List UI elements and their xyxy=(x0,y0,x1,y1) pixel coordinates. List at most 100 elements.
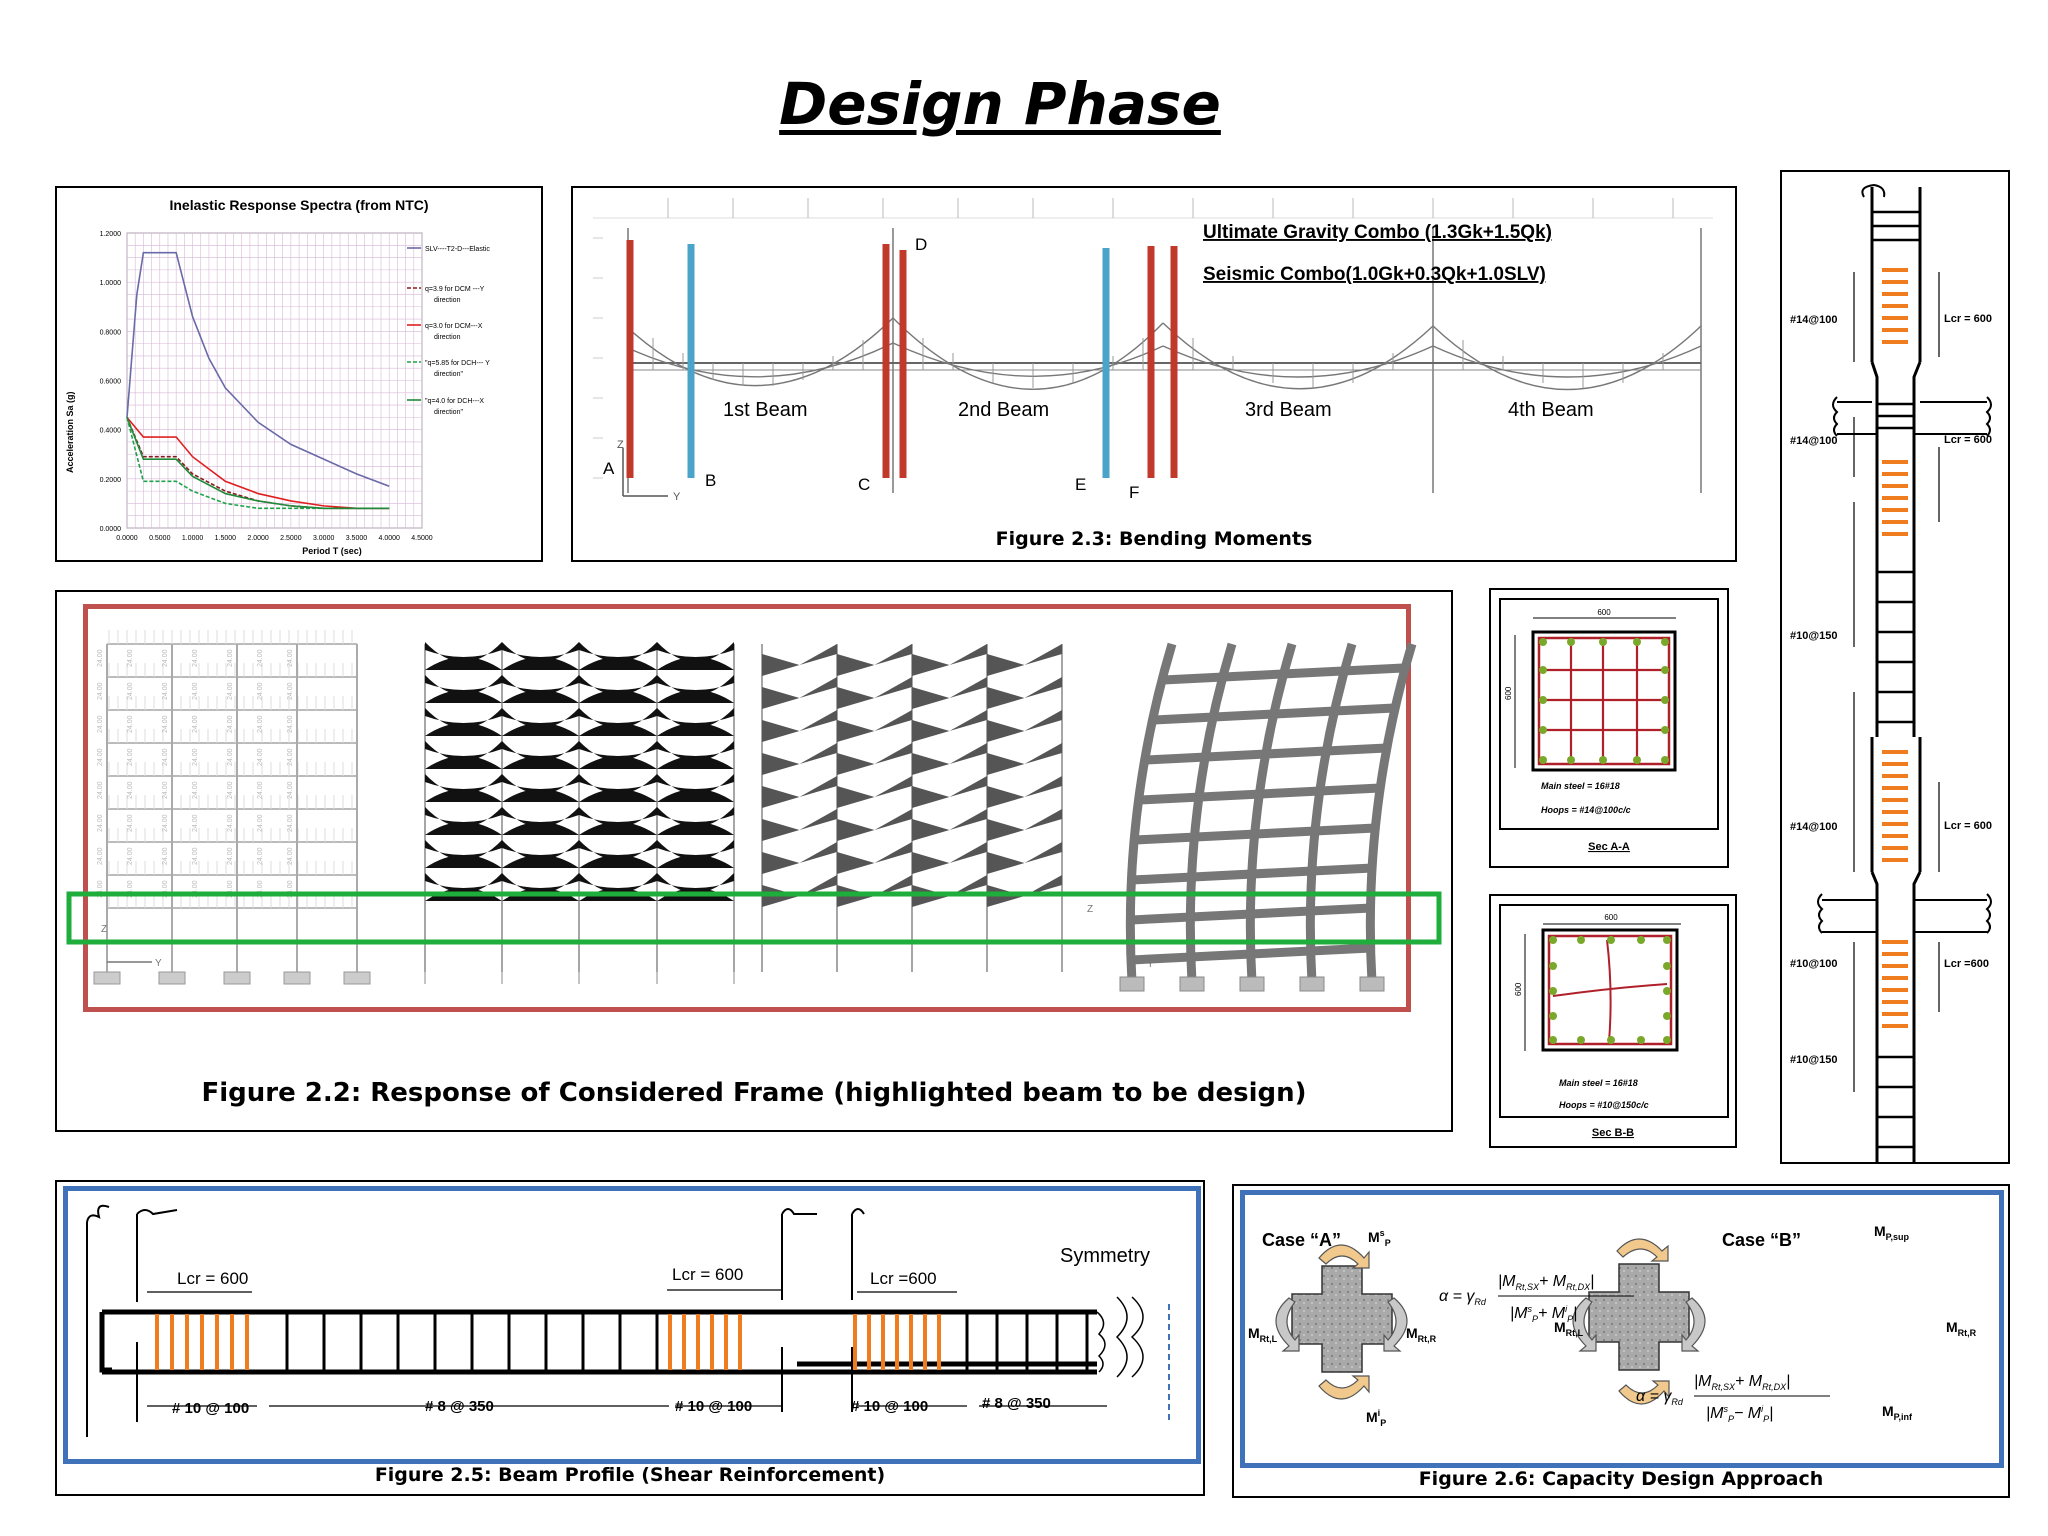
frame-load-label: 24.00 xyxy=(257,847,264,865)
frame-load-label: 24.00 xyxy=(287,682,294,700)
frame-load-label: 24.00 xyxy=(127,781,134,799)
frame-load-label: 24.00 xyxy=(97,880,104,898)
section-a-hoops: Hoops = #14@100c/c xyxy=(1541,805,1631,815)
frame-load-label: 24.00 xyxy=(257,880,264,898)
frame-axis-z: Z xyxy=(101,924,107,935)
spectra-legend-label: direction xyxy=(434,297,461,304)
frame-highlight-border xyxy=(83,604,1411,1012)
spectra-xtick: 0.0000 xyxy=(116,535,138,542)
frame-load-label: 24.00 xyxy=(227,814,234,832)
frame-load-label: 24.00 xyxy=(97,847,104,865)
frame-load-label: 24.00 xyxy=(287,649,294,667)
frame-load-label: 24.00 xyxy=(97,682,104,700)
frame-load-label: 24.00 xyxy=(257,748,264,766)
axes-icon xyxy=(622,448,668,497)
frame-load-label: 24.00 xyxy=(287,880,294,898)
spectra-panel: Inelastic Response Spectra (from NTC) 1.… xyxy=(55,186,543,562)
frame-load-label: 24.00 xyxy=(192,781,199,799)
spectra-legend-label: direction" xyxy=(434,409,463,416)
spectra-ytick: 0.2000 xyxy=(100,477,122,484)
frame-load-label: 24.00 xyxy=(192,682,199,700)
spectra-series-line xyxy=(126,416,390,510)
frame-load-label: 24.00 xyxy=(192,748,199,766)
section-a-title: Sec A-A xyxy=(1588,841,1630,853)
frame-load-label: 24.00 xyxy=(257,781,264,799)
frame-load-label: 24.00 xyxy=(257,814,264,832)
beam-lcr-label-1: Lcr = 600 xyxy=(177,1269,248,1288)
axis-y-label: Y xyxy=(673,491,681,503)
frame-load-label: 24.00 xyxy=(97,781,104,799)
column-spacing-label-1: #14@100 xyxy=(1790,314,1837,326)
section-a-panel: 600 600 Main steel = 16#18 Hoops = #14@1… xyxy=(1489,588,1729,868)
section-b-hoops: Hoops = #10@150c/c xyxy=(1559,1100,1649,1110)
section-a-height: 600 xyxy=(1504,686,1513,700)
case-b-label: Case “B” xyxy=(1722,1230,1801,1250)
beam-label-2: 2nd Beam xyxy=(958,399,1049,421)
section-b-height: 600 xyxy=(1514,982,1523,996)
column-spacing-label-6: #10@150 xyxy=(1790,1054,1837,1066)
spectra-legend-label: q=3.0 for DCM---X xyxy=(425,323,483,330)
svg-text:α = γRd: α = γRd xyxy=(1439,1288,1487,1307)
beam-label-3: 3rd Beam xyxy=(1245,399,1332,421)
frame-load-label: 24.00 xyxy=(227,847,234,865)
spectra-xtick: 3.5000 xyxy=(346,535,368,542)
spectra-series-line xyxy=(126,417,390,510)
capacity-caption: Figure 2.6: Capacity Design Approach xyxy=(1418,1468,1824,1490)
frame-load-label: 24.00 xyxy=(97,649,104,667)
symmetry-label: Symmetry xyxy=(1060,1245,1150,1267)
spectra-grid xyxy=(126,232,423,529)
spectra-xtick: 2.5000 xyxy=(280,535,302,542)
spectra-xtick: 0.5000 xyxy=(149,535,171,542)
frame-load-label: 24.00 xyxy=(192,814,199,832)
cut-letter-a: A xyxy=(603,459,615,478)
frame-load-label: 24.00 xyxy=(192,847,199,865)
frame-load-label: 24.00 xyxy=(162,649,169,667)
section-b-bars xyxy=(1549,936,1671,1044)
spectra-ytick: 1.0000 xyxy=(100,280,122,287)
frame-load-label: 24.00 xyxy=(127,880,134,898)
frame-load-label: 24.00 xyxy=(192,880,199,898)
frame-load-label: 24.00 xyxy=(162,814,169,832)
frame-caption: Figure 2.2: Response of Considered Frame… xyxy=(201,1078,1307,1108)
cut-letter-f: F xyxy=(1129,483,1139,502)
beam-profile-panel: Lcr = 600 Lcr = 600 Lcr =600 Symmetry # … xyxy=(55,1180,1205,1496)
spectra-xtick: 3.0000 xyxy=(313,535,335,542)
column-lcr-label-2: Lcr = 600 xyxy=(1944,434,1992,446)
frame-panel: 24.00 24.00 24.00 24.00 24.00 24.00 24.00 24.00… xyxy=(55,590,1453,1132)
spectra-legend-label: "q=4.0 for DCH---X xyxy=(425,398,484,405)
frame-axis-z: Z xyxy=(1087,904,1093,915)
frame-load-label: 24.00 xyxy=(127,682,134,700)
svg-text:MsP: MsP xyxy=(1368,1228,1391,1248)
svg-text:MP,sup: MP,sup xyxy=(1874,1223,1910,1242)
frame-load-label: 24.00 xyxy=(287,748,294,766)
section-b-title: Sec B-B xyxy=(1592,1127,1634,1139)
bending-diagram: A B C D E F Z Y 1st Beam 2nd Beam 3rd Be… xyxy=(593,198,1713,503)
capacity-frame xyxy=(1240,1190,2004,1468)
page-title: Design Phase xyxy=(779,70,1221,138)
section-a-main: Main steel = 16#18 xyxy=(1541,781,1620,791)
frame-load-label: 24.00 xyxy=(227,649,234,667)
spectra-series-line xyxy=(126,251,390,487)
frame-load-label: 24.00 xyxy=(127,748,134,766)
frame-load-label: 24.00 xyxy=(127,715,134,733)
frame-load-label: 24.00 xyxy=(287,847,294,865)
svg-text:MRt,L: MRt,L xyxy=(1554,1319,1584,1338)
spectra-ytick: 0.8000 xyxy=(100,329,122,336)
frame-axis-y: Y xyxy=(155,958,162,969)
frame-load-label: 24.00 xyxy=(97,814,104,832)
frame-load-label: 24.00 xyxy=(257,682,264,700)
beam-profile-frame xyxy=(63,1186,1201,1464)
beam-spacing-label-4: # 10 @ 100 xyxy=(851,1398,928,1415)
column-spacing-label-5: #10@100 xyxy=(1790,958,1837,970)
beam-spacing-label-2: # 8 @ 350 xyxy=(425,1398,494,1415)
frame-load-label: 24.00 xyxy=(227,880,234,898)
frame-load-label: 24.00 xyxy=(162,781,169,799)
cut-letter-c: C xyxy=(858,475,870,494)
spectra-ylabel: Acceleration Sa (g) xyxy=(65,391,75,473)
frame-load-label: 24.00 xyxy=(127,649,134,667)
frame-load-label: 24.00 xyxy=(227,781,234,799)
column-spacing-label-2: #14@100 xyxy=(1790,435,1837,447)
column-lcr-label-1: Lcr = 600 xyxy=(1944,313,1992,325)
svg-text:MP,inf: MP,inf xyxy=(1882,1403,1913,1422)
